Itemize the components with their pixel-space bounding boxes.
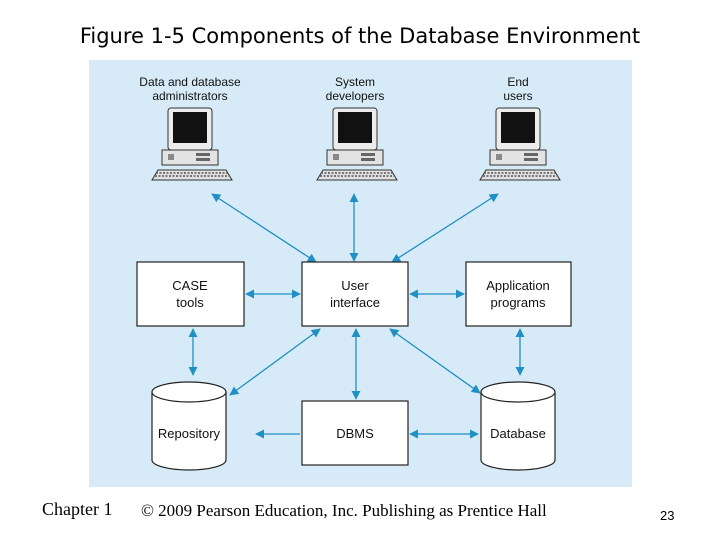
- user-label-developers-line2: developers: [326, 89, 385, 103]
- workstation-icon: [316, 107, 398, 181]
- arrow-end-users-to-ui: [391, 193, 499, 263]
- workstation-icon: [151, 107, 233, 181]
- dbms-box: [301, 400, 409, 466]
- case-tools-label-line2: tools: [176, 295, 204, 310]
- user-label-admins-line2: administrators: [152, 89, 227, 103]
- slide-title: Figure 1-5 Components of the Database En…: [79, 24, 641, 48]
- user-interface-label-line1: User: [341, 278, 369, 293]
- user-label-developers-line1: System: [335, 75, 375, 89]
- user-interface-label-line2: interface: [330, 295, 380, 310]
- user-label-end-users-line1: End: [507, 75, 528, 89]
- application-programs-box: [465, 261, 572, 327]
- arrow-ui-to-repository: [229, 328, 321, 396]
- footer-chapter: Chapter 1: [42, 499, 113, 519]
- arrow-ui-to-database: [389, 328, 481, 394]
- repository-label: Repository: [158, 426, 221, 441]
- dbms-label: DBMS: [336, 426, 374, 441]
- arrow-admins-to-ui: [211, 193, 317, 263]
- database-label: Database: [490, 426, 546, 441]
- repository-cylinder: [151, 381, 227, 471]
- workstation-icon: [479, 107, 561, 181]
- case-tools-box: [136, 261, 245, 327]
- page-number: 23: [660, 508, 675, 523]
- user-label-end-users-line2: users: [503, 89, 532, 103]
- application-programs-label-line1: Application: [486, 278, 550, 293]
- user-label-admins-line1: Data and database: [139, 75, 241, 89]
- user-interface-box: [301, 261, 409, 327]
- database-cylinder: [480, 381, 556, 471]
- application-programs-label-line2: programs: [491, 295, 546, 310]
- case-tools-label-line1: CASE: [172, 278, 208, 293]
- footer-copyright: © 2009 Pearson Education, Inc. Publishin…: [141, 501, 547, 520]
